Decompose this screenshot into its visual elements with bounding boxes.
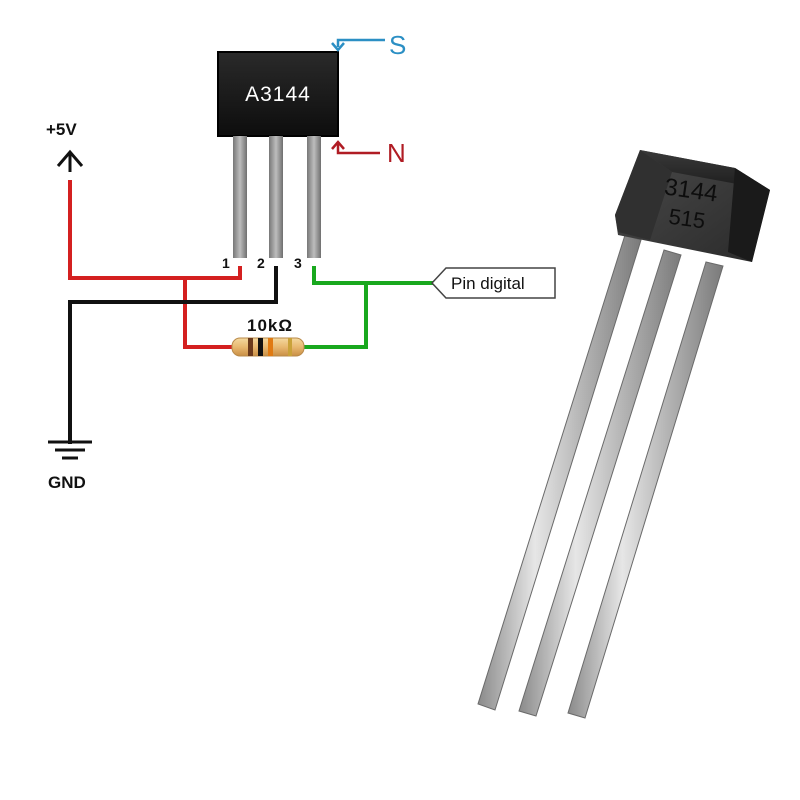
chip-leg-2 [269,136,283,258]
north-pole-arrow-icon [331,140,380,155]
signal-wire [298,266,434,349]
vcc-arrow-icon [56,149,84,172]
south-pole-label: S [389,30,406,60]
vcc-wire [68,180,242,349]
pin-number-2: 2 [257,255,265,271]
photo-legs [477,234,724,719]
photo-body [615,150,770,262]
ground-label: GND [48,473,86,492]
sensor-photo: 3144 515 [477,150,770,719]
sensor-chip-body [217,51,339,137]
chip-leg-3 [307,136,321,258]
pin-number-3: 3 [294,255,302,271]
photo-marking-line2: 515 [667,204,707,234]
wires [68,180,434,444]
ground-icon [48,440,92,460]
north-pole-label: N [387,138,406,168]
output-label: Pin digital [451,274,525,293]
chip-label: A3144 [245,83,311,106]
resistor-icon [231,337,305,357]
gnd-wire [68,266,278,444]
pin-number-1: 1 [222,255,230,271]
photo-leg-right [567,261,724,719]
photo-leg-middle [518,249,682,717]
chip-legs [233,136,321,258]
resistor-label: 10kΩ [247,316,293,335]
supply-label: +5V [46,120,77,139]
chip-leg-1 [233,136,247,258]
schematic: +5V GND A3144 1 2 3 S [46,30,556,492]
output-tag: Pin digital [430,267,556,299]
south-pole-arrow-icon [331,38,385,52]
